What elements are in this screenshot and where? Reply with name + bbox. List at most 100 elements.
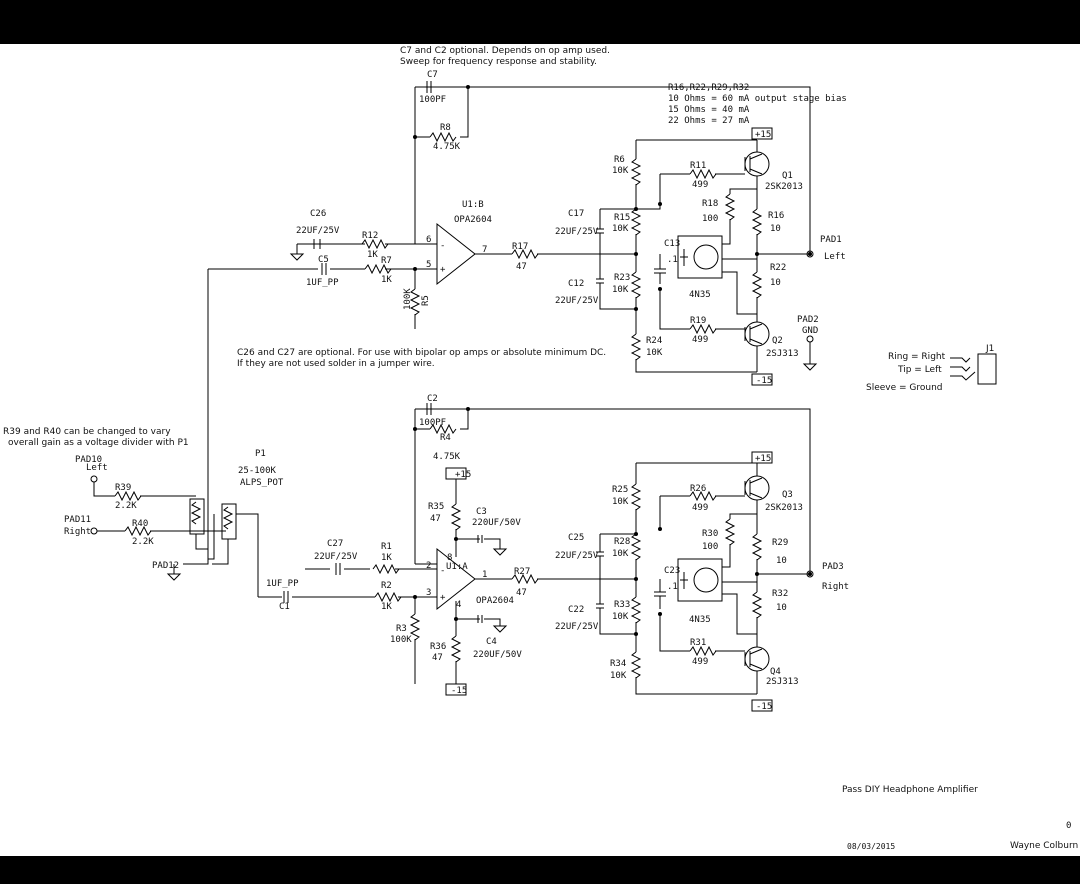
title-block-rev: 0	[1066, 821, 1072, 831]
label-r16-value: 10	[770, 224, 781, 234]
label-c27: C27	[327, 539, 343, 549]
label-r40-value: 2.2K	[132, 537, 154, 547]
label-q3: Q3	[782, 490, 793, 500]
note-r39-r40-line1: R39 and R40 can be changed to vary	[3, 427, 171, 437]
label-u1b: U1:B	[462, 200, 484, 210]
label-c27-value: 22UF/25V	[314, 552, 358, 562]
label-r8: R8	[440, 123, 451, 133]
pin-1-lower: 1	[482, 570, 487, 580]
label-c1-value: 1UF_PP	[266, 579, 299, 589]
note-c26-c27-line1: C26 and C27 are optional. For use with b…	[237, 348, 607, 358]
label-r15: R15	[614, 213, 630, 223]
label-c17: C17	[568, 209, 584, 219]
title-block-author: Wayne Colburn	[1010, 841, 1079, 851]
label-c4-value: 220UF/50V	[473, 650, 522, 660]
pin-8-lower: 8	[447, 553, 452, 563]
label-r29: R29	[772, 538, 788, 548]
note-c7-c2-line2: Sweep for frequency response and stabili…	[400, 57, 597, 67]
label-r4: R4	[440, 433, 451, 443]
label-c22-value: 22UF/25V	[555, 622, 599, 632]
label-p1-type: ALPS_POT	[240, 478, 284, 488]
label-c2: C2	[427, 394, 438, 404]
label-pad11-value: Right	[64, 527, 91, 537]
label-c5: C5	[318, 255, 329, 265]
label-pad2-value: GND	[802, 326, 818, 336]
label-p1: P1	[255, 449, 266, 459]
label-r8-value: 4.75K	[433, 142, 461, 152]
label-r28: R28	[614, 537, 630, 547]
label-r33-value: 10K	[612, 612, 629, 622]
label-q2: Q2	[772, 336, 783, 346]
note-c26-c27-line2: If they are not used solder in a jumper …	[237, 359, 435, 369]
label-minus15-lower: -15	[756, 702, 772, 712]
label-c7: C7	[427, 70, 438, 80]
label-r15-value: 10K	[612, 224, 629, 234]
label-c12-value: 22UF/25V	[555, 296, 599, 306]
note-bias-line3: 15 Ohms = 40 mA	[668, 105, 750, 115]
schematic-diagram: C7 100PF R8 4.75K U1:B OPA2604 C26 22UF/…	[64, 70, 997, 712]
label-c7-value: 100PF	[419, 95, 446, 105]
label-r27-value: 47	[516, 588, 527, 598]
label-pad10: PAD10	[75, 455, 102, 465]
label-r6: R6	[614, 155, 625, 165]
label-r19: R19	[690, 316, 706, 326]
label-r27: R27	[514, 567, 530, 577]
jack-tip-label: Tip = Left	[898, 365, 942, 375]
label-r7: R7	[381, 256, 392, 266]
note-bias-line4: 22 Ohms = 27 mA	[668, 116, 750, 126]
label-q1-value: 2SK2013	[765, 182, 803, 192]
label-r35: R35	[428, 502, 444, 512]
label-c1: C1	[279, 602, 290, 612]
label-r16: R16	[768, 211, 784, 221]
label-u1a-value: OPA2604	[476, 596, 514, 606]
pin-5-upper: 5	[426, 260, 431, 270]
label-c23: C23	[664, 566, 680, 576]
label-c2-value: 100PF	[419, 418, 446, 428]
label-r23: R23	[614, 273, 630, 283]
label-pad3: PAD3	[822, 562, 844, 572]
label-r18-value: 100	[702, 214, 718, 224]
label-c17-value: 22UF/25V	[555, 227, 599, 237]
pin-4-lower: 4	[456, 600, 461, 610]
note-bias-line2: 10 Ohms = 60 mA output stage bias	[668, 94, 847, 104]
label-r17-value: 47	[516, 262, 527, 272]
label-r12: R12	[362, 231, 378, 241]
label-r1-value: 1K	[381, 553, 392, 563]
label-r26: R26	[690, 484, 706, 494]
label-q4: Q4	[770, 667, 781, 677]
label-q3-value: 2SK2013	[765, 503, 803, 513]
plus-lower: +	[440, 593, 446, 603]
label-c5-value: 1UF_PP	[306, 278, 339, 288]
label-plus15-opamp: +15	[455, 470, 471, 480]
label-r1: R1	[381, 542, 392, 552]
component-labels: C7 100PF R8 4.75K U1:B OPA2604 C26 22UF/…	[64, 70, 849, 712]
label-r5: R5	[421, 295, 431, 306]
label-pad2: PAD2	[797, 315, 819, 325]
label-c23-value: .1	[667, 582, 678, 592]
jack-sleeve-label: Sleeve = Ground	[866, 383, 943, 393]
label-r34: R34	[610, 659, 626, 669]
label-r32-value: 10	[776, 603, 787, 613]
minus-upper: -	[440, 241, 445, 251]
label-r3-value: 100K	[390, 635, 412, 645]
label-pad11: PAD11	[64, 515, 91, 525]
label-r39-value: 2.2K	[115, 501, 137, 511]
label-r5-value: 100K	[403, 288, 413, 310]
label-r31: R31	[690, 638, 706, 648]
label-r25: R25	[612, 485, 628, 495]
label-c22: C22	[568, 605, 584, 615]
label-r35-value: 47	[430, 514, 441, 524]
label-r24: R24	[646, 336, 662, 346]
label-r2: R2	[381, 581, 392, 591]
schematic-sheet: C7 100PF R8 4.75K U1:B OPA2604 C26 22UF/…	[0, 44, 1080, 856]
label-pad1-value: Left	[824, 252, 846, 262]
label-q2-value: 2SJ313	[766, 349, 799, 359]
label-pad12: PAD12	[152, 561, 179, 571]
label-r29-value: 10	[776, 556, 787, 566]
label-r24-value: 10K	[646, 348, 663, 358]
label-r25-value: 10K	[612, 497, 629, 507]
label-c25: C25	[568, 533, 584, 543]
label-r30-value: 100	[702, 542, 718, 552]
label-r17: R17	[512, 242, 528, 252]
label-r39: R39	[115, 483, 131, 493]
